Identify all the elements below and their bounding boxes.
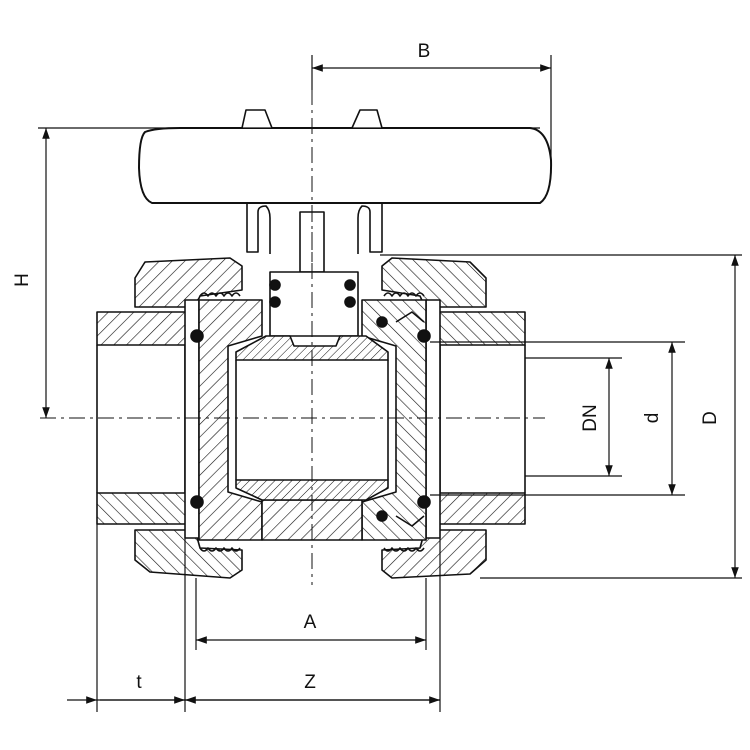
o-rings: [190, 279, 431, 522]
dimension-dn-label: DN: [580, 404, 601, 431]
right-union-nut: [381, 257, 487, 579]
dimension-b-label: B: [418, 41, 431, 62]
dimension-t-label: t: [136, 672, 142, 693]
dimension-z-label: Z: [304, 672, 316, 693]
left-union-nut: [134, 257, 243, 579]
dimension-h-label: H: [12, 273, 33, 287]
left-end-connector: [96, 299, 200, 539]
dimension-d-label: D: [700, 411, 721, 425]
right-end-connector: [425, 299, 526, 539]
valve-body: [198, 271, 427, 541]
dimension-d-small-label: d: [642, 413, 663, 424]
dimension-a-label: A: [304, 612, 317, 633]
handle: [138, 109, 553, 273]
center-lines: [40, 60, 545, 585]
